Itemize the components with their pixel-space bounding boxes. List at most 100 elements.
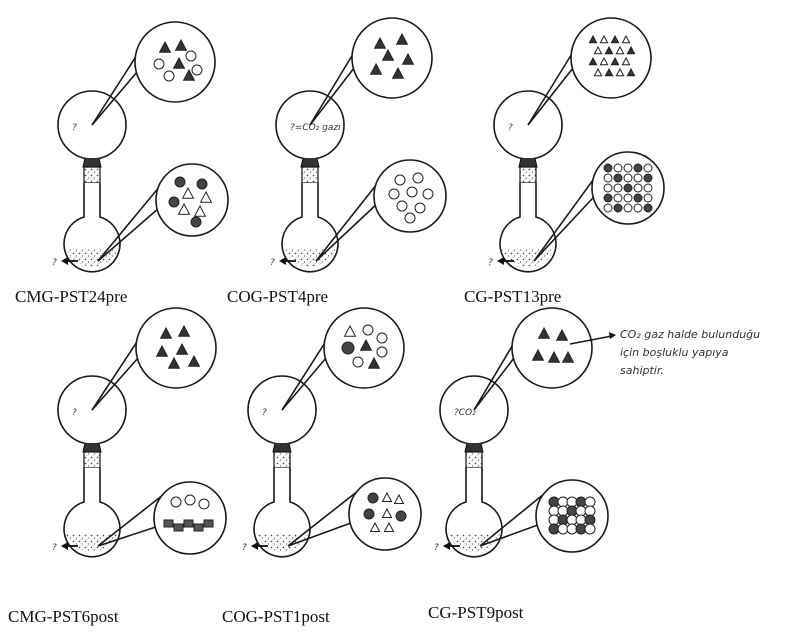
panel-caption: COG-PST4pre — [227, 287, 328, 306]
filled-triangle-particle — [604, 45, 614, 55]
gas-particles — [531, 326, 575, 363]
open-circle-particle — [623, 173, 633, 183]
gas-particles — [155, 324, 201, 369]
open-triangle-particle — [381, 491, 393, 502]
gas-zoom-circle — [570, 17, 652, 99]
panel-p5: ??COG-PST1post — [222, 307, 422, 626]
gas-particles — [153, 38, 203, 82]
filled-circle-particle — [643, 203, 653, 213]
open-circle-particle — [603, 183, 613, 193]
flask-question-mark: ? — [488, 258, 493, 268]
open-triangle-particle — [599, 56, 609, 66]
zoom-line — [309, 67, 355, 126]
open-circle-particle — [643, 163, 653, 173]
open-circle-particle — [406, 186, 418, 198]
open-triangle-particle — [593, 67, 603, 77]
open-circle-particle — [584, 523, 596, 535]
zoom-line — [527, 67, 574, 126]
zoom-line — [287, 484, 366, 547]
zoom-line — [479, 524, 539, 547]
flask-solid-contents — [256, 534, 308, 552]
balloon-knot — [300, 157, 320, 168]
open-circle-particle — [623, 163, 633, 173]
filled-triangle-particle — [561, 350, 575, 363]
open-triangle-particle — [177, 202, 191, 215]
open-circle-particle — [198, 498, 210, 510]
open-circle-particle — [623, 203, 633, 213]
filled-circle-particle — [603, 163, 613, 173]
open-triangle-particle — [343, 324, 357, 337]
filled-triangle-particle — [547, 350, 561, 363]
filled-triangle-particle — [172, 56, 186, 69]
open-circle-particle — [412, 172, 424, 184]
arrowhead — [443, 542, 450, 550]
filled-circle-particle — [363, 508, 375, 520]
filled-triangle-particle — [158, 40, 172, 53]
filled-triangle-particle — [369, 62, 383, 75]
solid-block-particle — [183, 519, 194, 528]
solid-block-particle — [173, 523, 184, 532]
filled-circle-particle — [613, 173, 623, 183]
open-circle-particle — [404, 212, 416, 224]
filled-triangle-particle — [175, 342, 189, 355]
open-triangle-particle — [615, 45, 625, 55]
open-circle-particle — [170, 496, 182, 508]
arrowhead — [497, 257, 504, 265]
filled-triangle-particle — [626, 45, 636, 55]
solid-particles — [603, 163, 653, 213]
open-circle-particle — [613, 163, 623, 173]
zoom-line — [533, 196, 595, 262]
filled-triangle-particle — [588, 56, 598, 66]
solid-block-particle — [203, 519, 214, 528]
filled-circle-particle — [196, 178, 208, 190]
open-circle-particle — [163, 70, 175, 82]
open-circle-particle — [185, 50, 197, 62]
balloon-annotation: ? — [72, 123, 77, 133]
filled-triangle-particle — [610, 34, 620, 44]
zoom-line — [287, 522, 352, 547]
gas-zoom-circle — [511, 307, 593, 389]
student-note-line: CO₂ gaz halde bulunduğu — [620, 328, 760, 341]
solid-zoom-circle — [153, 481, 227, 555]
open-circle-particle — [633, 173, 643, 183]
panel-caption: CG-PST13pre — [464, 287, 561, 306]
open-triangle-particle — [199, 190, 213, 203]
balloon-knot — [518, 157, 538, 168]
filled-triangle-particle — [174, 38, 188, 51]
balloon-annotation: ?CO₂ — [454, 408, 476, 418]
filled-circle-particle — [643, 173, 653, 183]
gas-particles — [369, 32, 415, 79]
open-circle-particle — [633, 203, 643, 213]
open-triangle-particle — [383, 521, 395, 532]
balloon-annotation: ?=CO₂ gazı — [290, 123, 341, 133]
filled-triangle-particle — [391, 66, 405, 79]
open-circle-particle — [184, 494, 196, 506]
open-triangle-particle — [599, 34, 609, 44]
flask-stopper — [273, 451, 291, 469]
zoom-line — [97, 208, 159, 262]
zoom-line — [97, 526, 157, 547]
open-triangle-particle — [181, 186, 195, 199]
balloon-knot — [464, 442, 484, 453]
filled-triangle-particle — [588, 34, 598, 44]
flask-solid-contents — [66, 534, 118, 552]
filled-circle-particle — [395, 510, 407, 522]
balloon-knot — [272, 442, 292, 453]
gas-zoom-circle — [134, 21, 216, 103]
panel-p1: ??CMG-PST24pre — [15, 21, 229, 306]
filled-circle-particle — [633, 163, 643, 173]
zoom-line — [97, 488, 171, 547]
open-circle-particle — [603, 173, 613, 183]
filled-circle-particle — [367, 492, 379, 504]
balloon-annotation: ? — [262, 408, 267, 418]
filled-circle-particle — [174, 176, 186, 188]
filled-triangle-particle — [626, 67, 636, 77]
solid-particles — [168, 176, 213, 228]
flask-solid-contents — [448, 534, 500, 552]
filled-circle-particle — [623, 183, 633, 193]
arrowhead — [279, 257, 286, 265]
open-circle-particle — [643, 193, 653, 203]
filled-circle-particle — [168, 196, 180, 208]
arrowhead — [251, 542, 258, 550]
